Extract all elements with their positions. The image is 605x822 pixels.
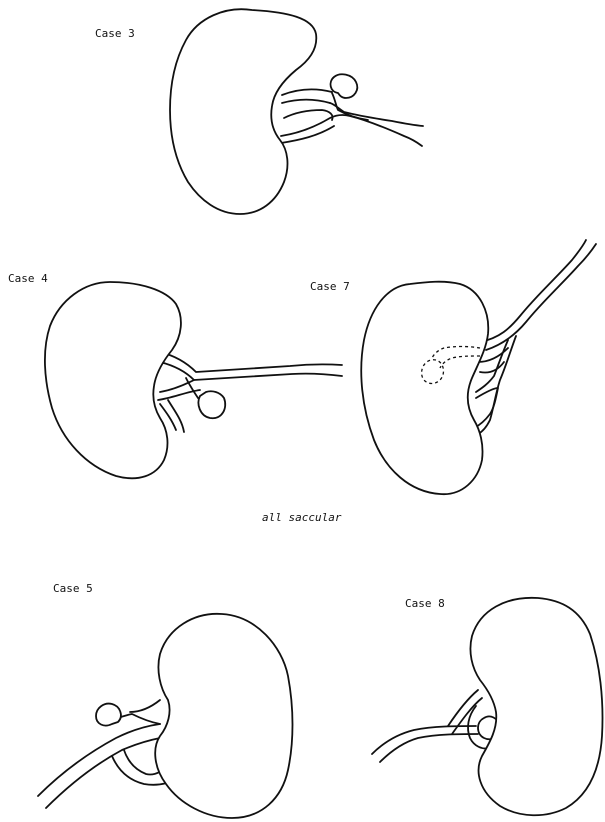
case-7-kidney: [361, 282, 488, 494]
case-4-vessel: [168, 400, 184, 432]
case-5-drawing: [38, 614, 293, 818]
case-4-aneurysm: [198, 391, 225, 418]
case-8-kidney: [470, 598, 602, 815]
case-7-vessel: [486, 244, 596, 350]
case-8-drawing: [372, 598, 603, 815]
case-3-vessel: [282, 100, 330, 103]
case-4-drawing: [45, 282, 342, 478]
case-3-vessel: [284, 110, 333, 120]
case-3-vessel: [282, 89, 332, 95]
case-5-aneurysm: [96, 704, 121, 726]
case-5-vessel: [130, 700, 160, 712]
case-7-drawing: [361, 240, 596, 494]
case-7-vessel: [480, 362, 504, 373]
case-7-vessel: [474, 388, 498, 428]
case-5-kidney: [155, 614, 292, 818]
case-4-kidney: [45, 282, 181, 478]
case-4-vessel: [160, 352, 342, 372]
case-3-kidney: [170, 9, 316, 214]
case-8-vessel: [372, 726, 476, 754]
case-3-vessel: [281, 115, 422, 146]
case-7-vessel: [480, 240, 586, 342]
case-3-drawing: [170, 9, 423, 214]
case-5-vessel: [38, 724, 160, 796]
case-3-aneurysm: [331, 74, 358, 98]
